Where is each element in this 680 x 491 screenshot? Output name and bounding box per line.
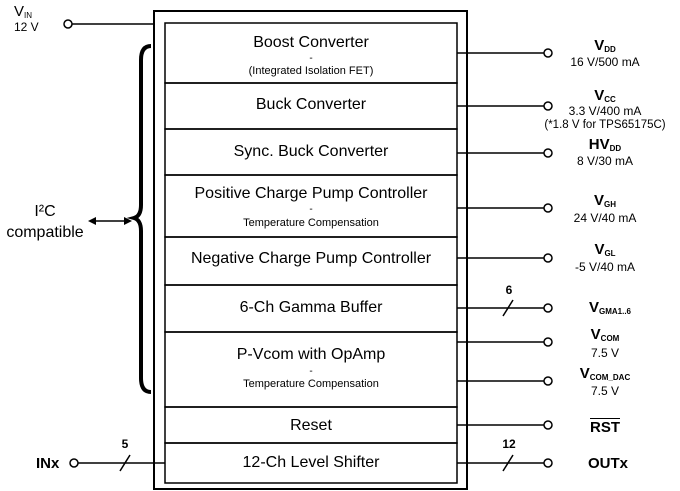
vgh-pin-icon (543, 203, 553, 213)
outx-rail-name: OUTx (587, 455, 629, 472)
vdd-rail-value: 16 V/500 mA (570, 55, 640, 69)
hvdd-rail-name: HVDD (588, 136, 622, 153)
vdd-pin-icon (543, 48, 553, 58)
vcom-dac-rail-name: VCOM_DAC (579, 365, 631, 382)
vcc-rail-name: VCC (594, 87, 616, 104)
outx-bus-width: 12 (502, 437, 516, 451)
negative-charge-pump-title: Negative Charge Pump Controller (190, 250, 432, 267)
vcom-pin-icon (543, 337, 553, 347)
rst-rail-name: RST (590, 419, 620, 436)
pvcom-opamp-dash: - (309, 366, 313, 377)
gamma-buffer-title: 6-Ch Gamma Buffer (239, 299, 383, 316)
hvdd-pin-icon (543, 148, 553, 158)
vcc-pin-icon (543, 101, 553, 111)
vgma-rail-name: VGMA1..6 (588, 299, 632, 316)
i2c-bus-bracket (126, 44, 152, 394)
pvcom-opamp-subtitle: Temperature Compensation (243, 378, 379, 390)
ic-outline (153, 10, 468, 490)
inx-bus-width: 5 (121, 437, 129, 451)
pvcom-opamp-title: P-Vcom with OpAmp (236, 346, 386, 363)
vdd-rail-name: VDD (594, 37, 616, 54)
inx-bus-slash-icon (119, 454, 131, 472)
vgma-pin-icon (543, 303, 553, 313)
vin-label: VIN (14, 3, 33, 20)
vin-value: 12 V (14, 20, 39, 34)
level-shifter-title: 12-Ch Level Shifter (242, 454, 380, 471)
vgma-bus-slash-icon (502, 299, 514, 317)
inx-name: INx (36, 455, 60, 472)
vin-connection (63, 19, 154, 29)
reset-title: Reset (290, 417, 332, 434)
positive-charge-pump-title: Positive Charge Pump Controller (194, 185, 428, 202)
vcom-dac-pin-icon (543, 376, 553, 386)
vgma-bus-width: 6 (505, 283, 513, 297)
i2c-label: I²C (34, 203, 56, 220)
positive-charge-pump-subtitle: Temperature Compensation (243, 217, 379, 229)
vcom-dac-rail-value: 7.5 V (590, 384, 620, 398)
vgl-rail-value: -5 V/40 mA (574, 260, 636, 274)
buck-converter-title: Buck Converter (255, 96, 367, 113)
boost-converter-title: Boost Converter (253, 34, 369, 51)
vcc-rail-note: (*1.8 V for TPS65175C) (544, 119, 666, 131)
vcom-rail-value: 7.5 V (590, 346, 620, 360)
i2c-compatible-label: compatible (6, 224, 84, 241)
boost-converter-subtitle: (Integrated Isolation FET) (248, 65, 374, 77)
vgh-rail-name: VGH (593, 192, 617, 209)
boost-converter-dash: - (309, 53, 313, 64)
sync-buck-converter-title: Sync. Buck Converter (233, 143, 389, 160)
inx-pin-icon (69, 458, 79, 468)
vgh-rail-value: 24 V/40 mA (573, 211, 637, 225)
vcc-rail-value: 3.3 V/400 mA (568, 104, 642, 118)
vgl-pin-icon (543, 253, 553, 263)
vcom-rail-name: VCOM (590, 326, 620, 343)
outx-bus-slash-icon (502, 454, 514, 472)
positive-charge-pump-dash: - (309, 204, 313, 215)
vin-pin-icon (63, 19, 73, 29)
outx-pin-icon (543, 458, 553, 468)
vgl-rail-name: VGL (594, 241, 616, 258)
rst-pin-icon (543, 420, 553, 430)
hvdd-rail-value: 8 V/30 mA (576, 154, 634, 168)
i2c-double-arrow-icon (88, 217, 132, 225)
